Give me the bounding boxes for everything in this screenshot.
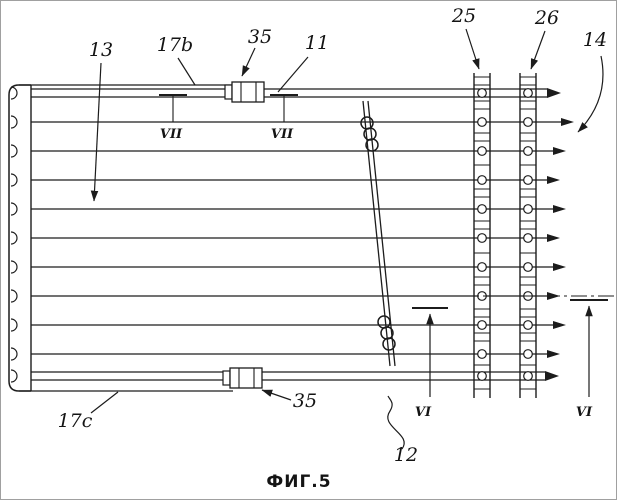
- section-label-vi-right: VI: [576, 405, 593, 420]
- section-label-vii-left: VII: [160, 127, 183, 142]
- leader-lines: [90, 28, 604, 450]
- leader-12: [387, 395, 405, 450]
- section-mark-vi-right: VI: [570, 299, 608, 420]
- reference-numerals: 13 17b 35 11 25 26 14 17c 35 12: [58, 5, 608, 466]
- coupling-35-top: [231, 81, 265, 103]
- coil-symbol-top: [360, 116, 379, 152]
- label-25: 25: [451, 5, 476, 27]
- label-35-top: 35: [248, 26, 272, 48]
- label-26: 26: [534, 7, 559, 29]
- label-11: 11: [305, 32, 329, 54]
- leader-17c: [90, 391, 119, 414]
- coupling-nut-bottom: [222, 370, 231, 386]
- leader-35-bottom: [261, 389, 292, 401]
- section-mark-vii-right: VII: [270, 94, 298, 142]
- label-17c: 17c: [58, 410, 93, 432]
- label-12: 12: [394, 444, 418, 466]
- label-17b: 17b: [157, 34, 193, 56]
- label-14: 14: [583, 29, 607, 51]
- section-mark-vii-left: VII: [159, 94, 187, 142]
- leader-35-top: [241, 47, 256, 77]
- bottom-tube-12: [19, 367, 559, 392]
- leader-11: [277, 56, 309, 93]
- coupling-35-bottom: [229, 367, 263, 389]
- section-label-vi-left: VI: [415, 405, 432, 420]
- leader-13: [90, 62, 102, 202]
- label-13: 13: [89, 39, 113, 61]
- leader-17b: [177, 57, 196, 86]
- chain-assemblies: [473, 73, 537, 398]
- leader-26: [530, 30, 546, 70]
- tube-end-caps: [10, 86, 18, 383]
- figure-caption: ФИГ.5: [266, 472, 331, 492]
- top-tube-11: [19, 81, 561, 103]
- leader-14: [577, 55, 604, 133]
- tube-rows: [31, 118, 574, 358]
- left-manifold: [8, 84, 32, 392]
- section-label-vii-right: VII: [271, 127, 294, 142]
- coupling-nut-top: [224, 84, 233, 100]
- label-35-bottom: 35: [293, 390, 317, 412]
- section-mark-vi-left: VI: [412, 307, 448, 420]
- leader-25: [465, 28, 480, 70]
- coil-symbol-bottom: [377, 315, 396, 351]
